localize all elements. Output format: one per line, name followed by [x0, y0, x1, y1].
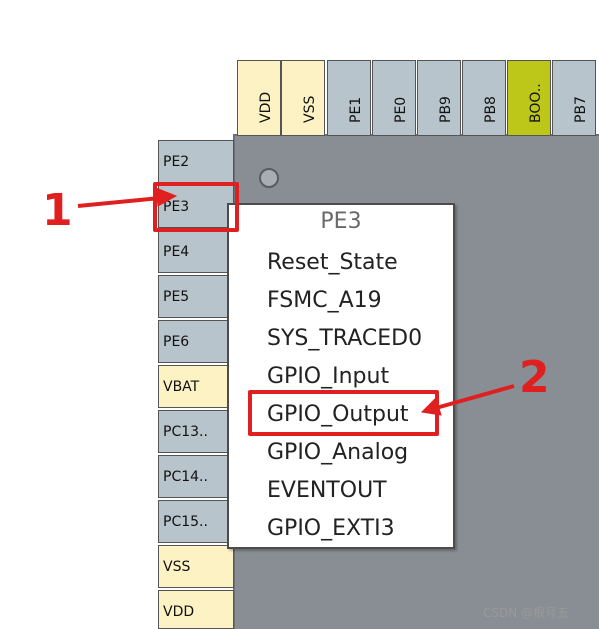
arrow-1-shaft	[77, 196, 161, 208]
arrow-1-head	[155, 187, 178, 207]
menu-item-gpio-analog[interactable]: GPIO_Analog	[267, 440, 409, 465]
menu-item-gpio-input[interactable]: GPIO_Input	[267, 364, 390, 389]
annotation-marker-1: 1	[42, 185, 73, 236]
menu-item-sys-traced0[interactable]: SYS_TRACED0	[267, 326, 423, 351]
pin-label: VBAT	[163, 379, 200, 395]
left-pin-vbat[interactable]: VBAT	[158, 365, 234, 408]
arrow-2-head	[420, 397, 442, 416]
pin-label: VDD	[163, 604, 195, 620]
left-pin-pe6[interactable]: PE6	[158, 320, 234, 363]
menu-item-gpio-output[interactable]: GPIO_Output	[267, 402, 409, 427]
pin-label: PC15..	[163, 514, 208, 530]
left-pin-pe5[interactable]: PE5	[158, 275, 234, 318]
left-pin-pc13[interactable]: PC13..	[158, 410, 234, 453]
pin-label: PE2	[163, 154, 190, 170]
left-pin-pc15[interactable]: PC15..	[158, 500, 234, 543]
pin-label: PE4	[163, 244, 190, 260]
pin-label: VSS	[163, 559, 191, 575]
left-pin-vss[interactable]: VSS	[158, 545, 234, 588]
left-pin-vdd[interactable]: VDD	[158, 590, 234, 629]
context-menu-title: PE3	[320, 209, 362, 234]
top-pin-pb9[interactable]: PB9	[417, 60, 461, 136]
arrow-2-shaft	[435, 384, 515, 410]
watermark: CSDN @根号五	[483, 606, 570, 620]
pin-label: PE6	[163, 334, 190, 350]
pin-label: PE5	[163, 289, 190, 305]
top-pin-boot0[interactable]: BOO..	[507, 60, 551, 136]
menu-item-reset-state[interactable]: Reset_State	[267, 250, 398, 275]
menu-item-gpio-exti3[interactable]: GPIO_EXTI3	[267, 516, 395, 541]
pin-label: PC13..	[163, 424, 208, 440]
top-pin-vss[interactable]: VSS	[281, 60, 325, 136]
pin1-indicator-dot	[259, 168, 279, 188]
pin-label: PE3	[163, 199, 190, 215]
top-pin-vdd[interactable]: VDD	[237, 60, 281, 136]
top-pin-pe1[interactable]: PE1	[327, 60, 371, 136]
menu-item-fsmc-a19[interactable]: FSMC_A19	[267, 288, 382, 313]
pin-label: PC14..	[163, 469, 208, 485]
annotation-marker-2: 2	[519, 352, 550, 403]
highlight-box-pe3	[153, 182, 239, 232]
top-pin-pe0[interactable]: PE0	[372, 60, 416, 136]
left-pin-pc14[interactable]: PC14..	[158, 455, 234, 498]
menu-item-eventout[interactable]: EVENTOUT	[267, 478, 387, 503]
pin-context-menu: PE3 Reset_State FSMC_A19 SYS_TRACED0 GPI…	[227, 203, 455, 549]
top-pin-pb7[interactable]: PB7	[552, 60, 596, 136]
top-pin-pb8[interactable]: PB8	[462, 60, 506, 136]
